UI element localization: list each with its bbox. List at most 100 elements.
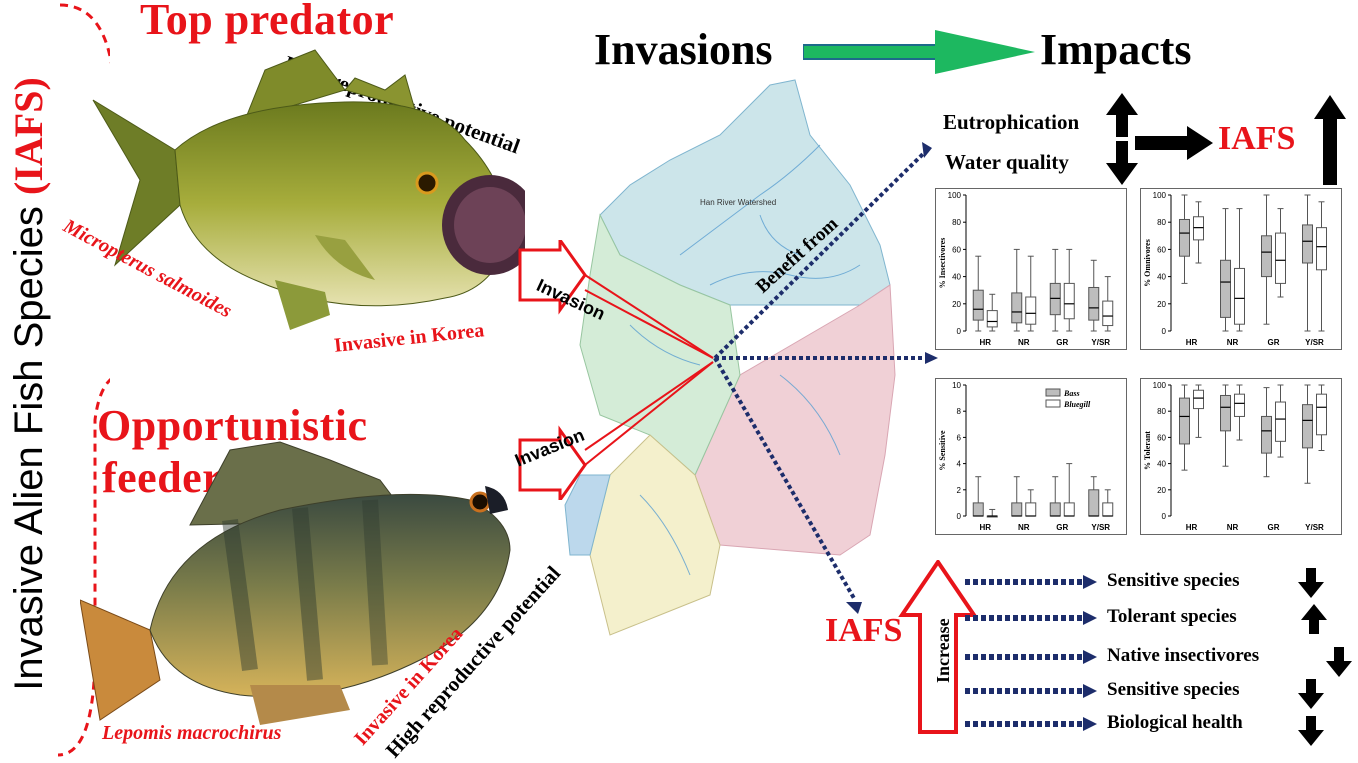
- y-axis-label: % Omnivores: [1143, 239, 1152, 287]
- to-iafs-arrow: [1135, 126, 1213, 160]
- flow-right-label: Impacts: [1040, 25, 1192, 74]
- box-bass: [1261, 415, 1272, 454]
- outcome-label: Sensitive species: [1107, 570, 1240, 591]
- box-bluegill: [1063, 502, 1075, 517]
- y-tick-label: 0: [957, 512, 962, 521]
- left-brace: [57, 3, 110, 757]
- y-tick-label: 60: [1157, 433, 1166, 442]
- category-label: NR: [1018, 338, 1030, 347]
- y-axis-label: % Insectivores: [938, 238, 947, 289]
- side-title: Invasive Alien Fish Species (IAFS): [5, 34, 53, 734]
- outcome-row: Native insectivores: [965, 643, 1355, 677]
- dashed-arrow: [965, 575, 1097, 589]
- benefit-arrows: [713, 142, 938, 614]
- box-bass: [1049, 502, 1061, 517]
- box-bass: [1302, 404, 1313, 449]
- category-label: NR: [1227, 338, 1239, 347]
- box-bluegill: [1025, 296, 1037, 325]
- category-label: HR: [979, 338, 991, 347]
- legend-label: Bluegill: [1063, 400, 1091, 409]
- map-watershed-label: Han River Watershed: [700, 198, 776, 207]
- y-tick-label: 80: [1157, 407, 1166, 416]
- legend-label: Bass: [1063, 389, 1080, 398]
- y-tick-label: 60: [952, 245, 961, 254]
- outcome-label: Tolerant species: [1107, 606, 1237, 627]
- y-tick-label: 10: [952, 381, 961, 390]
- outcome-list: Sensitive species Tolerant species Nativ…: [965, 568, 1355, 758]
- side-title-text: Invasive Alien Fish Species: [7, 194, 51, 691]
- box-bass: [1011, 502, 1023, 517]
- y-tick-label: 60: [1157, 245, 1166, 254]
- top-iafs-label: IAFS: [1218, 120, 1296, 157]
- water-quality-label: Water quality: [945, 150, 1069, 174]
- box-bluegill: [1234, 267, 1245, 325]
- box-bass: [1049, 282, 1061, 316]
- box-bass: [972, 502, 984, 517]
- opportunistic-heading-line2: feeder: [102, 453, 223, 502]
- category-label: GR: [1268, 523, 1280, 532]
- y-tick-label: 80: [1157, 218, 1166, 227]
- opportunistic-heading: Opportunistic feeder: [97, 400, 368, 504]
- box-bass: [1261, 235, 1272, 278]
- dashed-arrow: [965, 650, 1097, 664]
- box-bass: [1179, 397, 1190, 445]
- box-bluegill: [1193, 389, 1204, 410]
- opportunistic-heading-line1: Opportunistic: [97, 401, 368, 450]
- y-tick-label: 40: [1157, 460, 1166, 469]
- y-tick-label: 20: [952, 300, 961, 309]
- bluegill-species-name: Lepomis macrochirus: [102, 722, 282, 744]
- box-bass: [1220, 394, 1231, 432]
- outcome-label: Sensitive species: [1107, 679, 1240, 700]
- y-tick-label: 100: [948, 191, 962, 200]
- box-bluegill: [1275, 232, 1286, 284]
- bottom-iafs-label: IAFS: [825, 612, 903, 649]
- y-tick-label: 80: [952, 218, 961, 227]
- box-bass: [1088, 286, 1100, 321]
- green-flow-arrow: [803, 30, 1035, 74]
- dashed-arrow: [965, 684, 1097, 698]
- outcome-row: Sensitive species: [965, 568, 1355, 598]
- down-arrow-icon: [1298, 716, 1324, 746]
- y-axis-label: % Tolerant: [1143, 431, 1152, 470]
- box-bass: [1179, 218, 1190, 257]
- box-bass: [972, 289, 984, 321]
- category-label: Y/SR: [1305, 523, 1324, 532]
- box-bass: [1302, 224, 1313, 264]
- outcome-label: Biological health: [1107, 712, 1243, 733]
- dashed-arrow: [965, 611, 1097, 625]
- increase-arrow: [898, 560, 978, 734]
- y-tick-label: 40: [1157, 273, 1166, 282]
- category-label: NR: [1227, 523, 1239, 532]
- up-arrow-icon: [1301, 604, 1327, 634]
- box-bass: [1011, 292, 1023, 324]
- box-bluegill: [1275, 401, 1286, 442]
- box-bluegill: [1193, 216, 1204, 241]
- down-arrow-icon: [1298, 679, 1324, 709]
- korea-watershed-map: Han River Watershed: [564, 79, 896, 636]
- y-tick-label: 8: [957, 407, 962, 416]
- category-label: GR: [1268, 338, 1280, 347]
- outcome-row: Sensitive species: [965, 677, 1355, 709]
- down-arrow-icon: [1298, 568, 1324, 598]
- category-label: HR: [979, 523, 991, 532]
- category-label: NR: [1018, 523, 1030, 532]
- category-label: Y/SR: [1091, 338, 1110, 347]
- y-tick-label: 100: [1153, 191, 1167, 200]
- category-label: HR: [1186, 338, 1198, 347]
- y-tick-label: 0: [1162, 512, 1167, 521]
- y-tick-label: 40: [952, 273, 961, 282]
- y-tick-label: 20: [1157, 300, 1166, 309]
- largemouth-bass-image: [92, 49, 525, 330]
- y-tick-label: 0: [1162, 327, 1167, 336]
- box-bluegill: [1102, 502, 1114, 517]
- box-bass: [1220, 259, 1231, 318]
- side-title-abbr: (IAFS): [6, 77, 51, 195]
- category-label: Y/SR: [1305, 338, 1324, 347]
- y-axis-label: % Sensitive: [938, 430, 947, 471]
